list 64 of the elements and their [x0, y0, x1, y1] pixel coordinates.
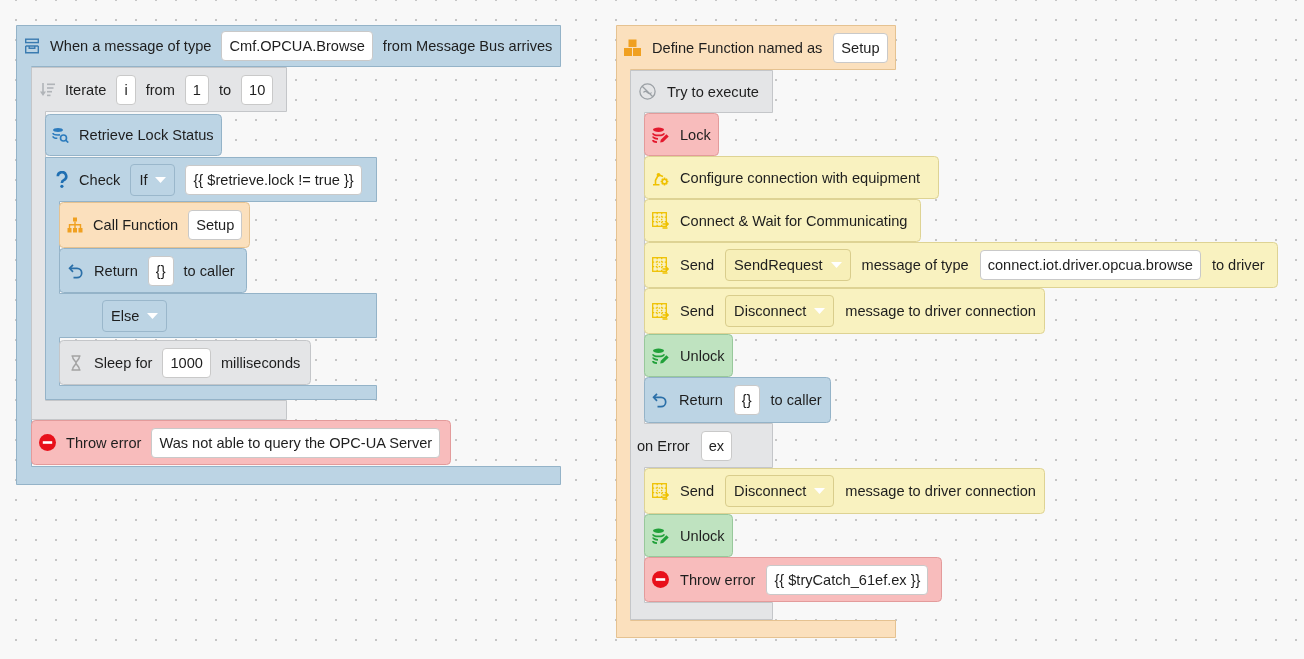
- text-field: Setup: [188, 210, 243, 240]
- block-label: Send: [680, 303, 715, 319]
- block-label: Try to execute: [667, 83, 759, 100]
- block-label: Send: [680, 483, 715, 499]
- text-field: 1000: [162, 347, 211, 378]
- block-label: Throw error: [66, 434, 142, 451]
- text-field: Setup: [833, 32, 888, 63]
- block-label: Return: [94, 262, 138, 279]
- error-block: [644, 557, 942, 602]
- block-label: Return: [679, 392, 723, 408]
- block-label: Connect & Wait for Communicating: [680, 212, 908, 229]
- block-label: Throw error: [680, 571, 756, 588]
- block-label: on Error: [637, 437, 690, 454]
- text-field: Cmf.OPCUA.Browse: [221, 31, 373, 61]
- text-field: connect.iot.driver.opcua.browse: [979, 250, 1201, 280]
- block-label: from Message Bus arrives: [382, 38, 553, 54]
- condition-block: [45, 157, 377, 400]
- send-block: [644, 242, 1278, 288]
- text-field: 10: [241, 74, 274, 105]
- function-call-block: [59, 202, 250, 248]
- block-label: Iterate: [65, 81, 107, 98]
- statement-block: [644, 199, 921, 242]
- block-label: to: [218, 81, 232, 98]
- send-block: [644, 468, 1045, 514]
- unlock-block: [644, 334, 733, 377]
- unlock-block: [644, 514, 733, 557]
- statement-block: [45, 114, 222, 156]
- dropdown-field: SendRequest: [725, 249, 851, 281]
- text-field: i: [116, 74, 136, 105]
- sleep-block: [59, 340, 311, 385]
- block-label: When a message of type: [50, 38, 212, 54]
- text-field: {{ $retrieve.lock != true }}: [185, 164, 362, 195]
- block-label: Unlock: [680, 347, 725, 364]
- block-label: from: [145, 81, 175, 98]
- block-label: Lock: [680, 126, 711, 143]
- block-label: message to driver connection: [845, 483, 1036, 499]
- block-label: milliseconds: [220, 354, 301, 371]
- return-block: [59, 248, 247, 293]
- block-label: message to driver connection: [845, 303, 1036, 319]
- block-label: Unlock: [680, 527, 725, 544]
- block-label: message of type: [861, 257, 969, 273]
- block-label: to caller: [183, 262, 235, 279]
- block-label: Sleep for: [94, 354, 153, 371]
- return-block: [644, 377, 831, 423]
- text-field: {{ $tryCatch_61ef.ex }}: [766, 564, 929, 595]
- lock-block: [644, 113, 719, 156]
- block-label: Retrieve Lock Status: [79, 127, 214, 143]
- block-label: to caller: [770, 392, 822, 408]
- dropdown-field: Else: [102, 299, 168, 332]
- block-label: Check: [79, 171, 121, 188]
- block-label: Configure connection with equipment: [680, 169, 921, 186]
- error-block: [31, 420, 451, 465]
- dropdown-field: If: [130, 163, 176, 196]
- block-label: Call Function: [93, 217, 179, 233]
- event-block: [16, 25, 561, 485]
- dropdown-field: Disconnect: [725, 295, 835, 327]
- dropdown-field: Disconnect: [725, 475, 835, 507]
- statement-block: [644, 156, 939, 199]
- block-label: Define Function named as: [652, 39, 823, 56]
- text-field: Was not able to query the OPC-UA Server: [151, 427, 441, 458]
- block-label: to driver: [1211, 257, 1265, 273]
- send-block: [644, 288, 1045, 334]
- text-field: {}: [733, 385, 760, 415]
- block-label: Send: [680, 257, 715, 273]
